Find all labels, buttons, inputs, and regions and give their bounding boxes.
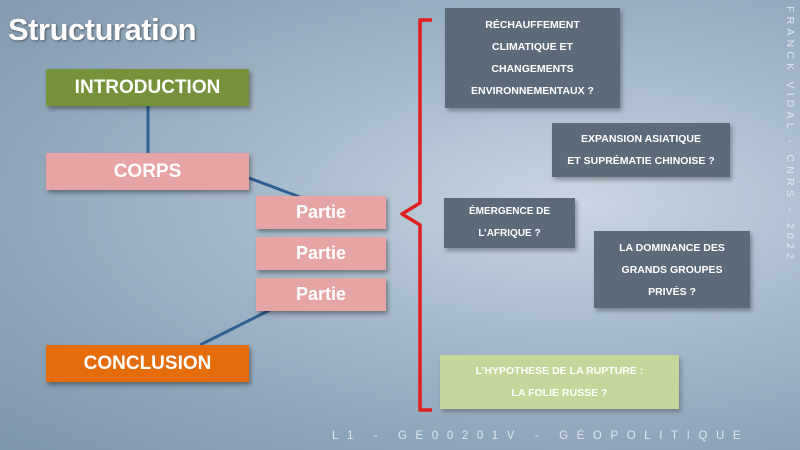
question-text: L’HYPOTHESE DE LA RUPTURE : LA FOLIE RUS… (475, 365, 644, 399)
question-box-russia: L’HYPOTHESE DE LA RUPTURE : LA FOLIE RUS… (440, 355, 679, 409)
question-text: ÉMERGENCE DE L’AFRIQUE ? (468, 206, 551, 239)
partie-box: Partie (256, 196, 386, 229)
partie-box: Partie (256, 278, 386, 311)
corps-box: CORPS (46, 153, 249, 190)
partie-box: Partie (256, 237, 386, 270)
conclusion-box: CONCLUSION (46, 345, 249, 382)
question-text: EXPANSION ASIATIQUE ET SUPRÉMATIE CHINOI… (567, 133, 715, 167)
connector-corps-partie (248, 176, 301, 199)
question-box-private-groups: LA DOMINANCE DES GRANDS GROUPES PRIVÉS ? (594, 231, 750, 308)
course-footer: L1 - GE00201V - GÉOPOLITIQUE (332, 430, 750, 442)
connector-partie-conclusion (199, 308, 271, 347)
question-text: LA DOMINANCE DES GRANDS GROUPES PRIVÉS ? (619, 241, 725, 298)
question-text: RÉCHAUFFEMENT CLIMATIQUE ET CHANGEMENTS … (471, 19, 594, 97)
question-box-asia: EXPANSION ASIATIQUE ET SUPRÉMATIE CHINOI… (552, 123, 730, 177)
question-box-africa: ÉMERGENCE DE L’AFRIQUE ? (444, 198, 575, 248)
question-box-climate: RÉCHAUFFEMENT CLIMATIQUE ET CHANGEMENTS … (445, 8, 620, 108)
introduction-box: INTRODUCTION (46, 69, 249, 106)
author-vertical-text: FRANCK VIDAL - CNRS - 2022 (784, 6, 796, 264)
slide-title: Structuration (8, 12, 197, 47)
red-brace (400, 18, 432, 412)
